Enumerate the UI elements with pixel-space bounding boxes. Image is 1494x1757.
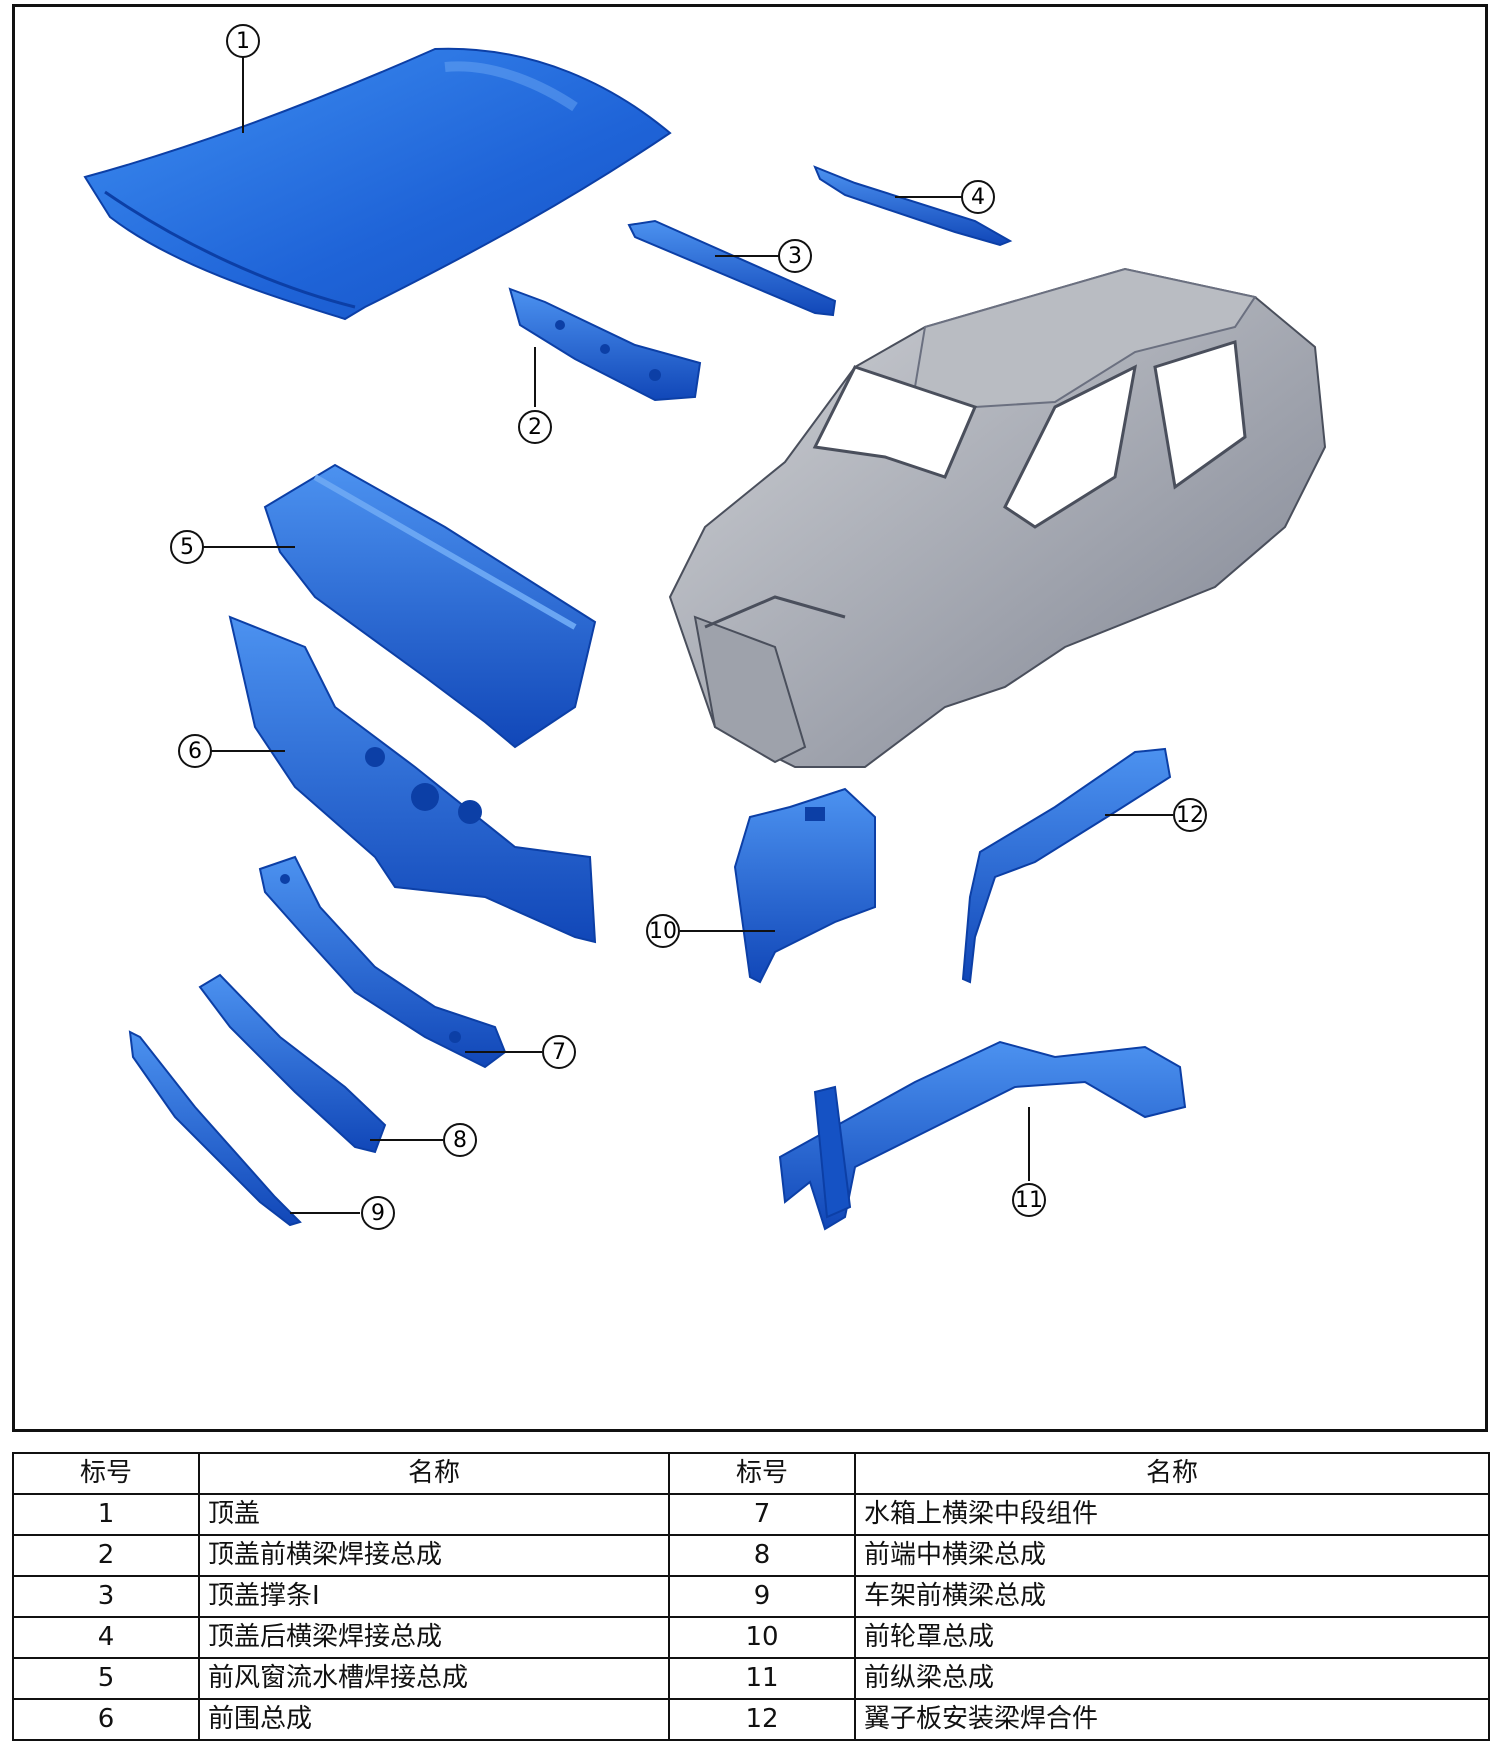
callout-11: 11 <box>1012 1183 1046 1217</box>
part-number: 8 <box>668 1534 856 1577</box>
part-number: 5 <box>12 1657 200 1700</box>
part-roof <box>83 47 672 321</box>
legend-header-row: 标号 名称 标号 名称 <box>12 1452 1490 1495</box>
part-number: 10 <box>668 1616 856 1659</box>
callout-number: 9 <box>371 1201 385 1226</box>
callout-3: 3 <box>778 239 812 273</box>
part-name: 翼子板安装梁焊合件 <box>854 1698 1490 1741</box>
callout-8: 8 <box>443 1123 477 1157</box>
part-windshield-cowl <box>263 463 597 749</box>
part-name: 顶盖前横梁焊接总成 <box>198 1534 670 1577</box>
leader-lines <box>202 55 1173 1214</box>
part-name: 前轮罩总成 <box>854 1616 1490 1659</box>
callout-number: 6 <box>188 739 202 764</box>
part-name: 前围总成 <box>198 1698 670 1741</box>
part-front-wheelhouse <box>733 787 876 984</box>
part-name: 水箱上横梁中段组件 <box>854 1493 1490 1536</box>
callout-number: 2 <box>528 415 542 440</box>
part-roof-rear-crossmember <box>813 165 1013 247</box>
part-roof-brace <box>627 219 837 317</box>
part-front-middle-crossmember <box>198 973 387 1154</box>
callout-number: 8 <box>453 1128 467 1153</box>
callout-4: 4 <box>961 180 995 214</box>
header-name: 名称 <box>198 1452 670 1495</box>
part-body-in-white <box>668 267 1327 768</box>
callout-12: 12 <box>1173 798 1207 832</box>
part-number: 9 <box>668 1575 856 1618</box>
callout-6: 6 <box>178 734 212 768</box>
callout-number: 1 <box>236 29 250 54</box>
callout-number: 4 <box>971 185 985 210</box>
part-name: 顶盖后横梁焊接总成 <box>198 1616 670 1659</box>
header-number: 标号 <box>12 1452 200 1495</box>
part-number: 11 <box>668 1657 856 1700</box>
callout-number: 7 <box>552 1040 566 1065</box>
callout-7: 7 <box>542 1035 576 1069</box>
part-front-longitudinal-rail <box>778 1040 1187 1231</box>
callout-10: 10 <box>646 914 680 948</box>
part-name: 车架前横梁总成 <box>854 1575 1490 1618</box>
callout-2: 2 <box>518 410 552 444</box>
part-number: 4 <box>12 1616 200 1659</box>
callout-number: 3 <box>788 244 802 269</box>
callout-number: 12 <box>1176 803 1204 828</box>
part-fender-mounting-beam <box>961 747 1172 984</box>
part-frame-front-crossmember <box>128 1030 302 1227</box>
part-number: 1 <box>12 1493 200 1536</box>
part-name: 前纵梁总成 <box>854 1657 1490 1700</box>
part-front-wall <box>228 615 597 944</box>
part-name: 前端中横梁总成 <box>854 1534 1490 1577</box>
part-number: 6 <box>12 1698 200 1741</box>
callout-9: 9 <box>361 1196 395 1230</box>
part-name: 顶盖 <box>198 1493 670 1536</box>
part-number: 7 <box>668 1493 856 1536</box>
callout-5: 5 <box>170 530 204 564</box>
part-name: 顶盖撑条Ⅰ <box>198 1575 670 1618</box>
header-name: 名称 <box>854 1452 1490 1495</box>
part-name: 前风窗流水槽焊接总成 <box>198 1657 670 1700</box>
callout-number: 5 <box>180 535 194 560</box>
header-number: 标号 <box>668 1452 856 1495</box>
callout-number: 10 <box>649 919 677 944</box>
part-number: 3 <box>12 1575 200 1618</box>
callout-number: 11 <box>1015 1188 1043 1213</box>
part-roof-front-crossmember <box>508 287 702 402</box>
callout-1: 1 <box>226 24 260 58</box>
part-number: 12 <box>668 1698 856 1741</box>
part-number: 2 <box>12 1534 200 1577</box>
